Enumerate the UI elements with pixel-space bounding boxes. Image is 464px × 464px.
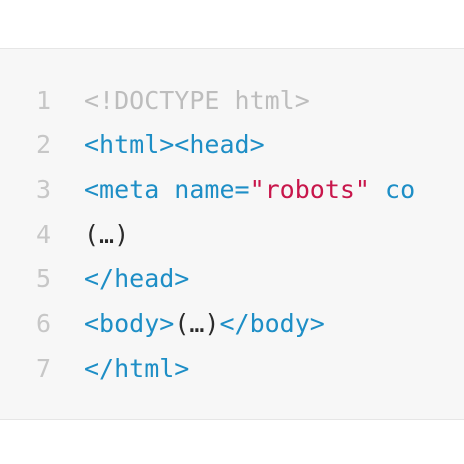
tag-token: <meta name= xyxy=(84,175,250,204)
line-content: <!DOCTYPE html> xyxy=(84,81,310,121)
code-line: 5 </head> xyxy=(0,259,464,299)
line-number: 1 xyxy=(36,86,52,115)
tag-token: <html><head> xyxy=(84,130,265,159)
code-line: 2 <html><head> xyxy=(0,125,464,165)
code-line: 3 <meta name="robots" co xyxy=(0,170,464,210)
line-number: 4 xyxy=(36,220,52,249)
line-number: 2 xyxy=(36,130,52,159)
string-token: "robots" xyxy=(249,175,370,204)
code-line: 4 (…) xyxy=(0,215,464,255)
line-number: 6 xyxy=(36,309,52,338)
tag-token: </head> xyxy=(84,264,190,293)
code-line: 1 <!DOCTYPE html> xyxy=(0,81,464,121)
line-content: </head> xyxy=(84,259,189,299)
tag-token: co xyxy=(370,175,416,204)
line-content: (…) xyxy=(84,215,129,255)
line-content: </html> xyxy=(84,349,189,389)
text-token: (…) xyxy=(174,309,220,338)
code-line: 7 </html> xyxy=(0,349,464,389)
tag-token: </html> xyxy=(84,354,190,383)
line-content: <html><head> xyxy=(84,125,265,165)
text-token: (…) xyxy=(84,220,130,249)
tag-token: </body> xyxy=(219,309,325,338)
doctype-token: <!DOCTYPE html> xyxy=(84,86,310,115)
tag-token: <body> xyxy=(84,309,175,338)
code-line: 6 <body>(…)</body> xyxy=(0,304,464,344)
line-number: 7 xyxy=(36,354,52,383)
line-content: <body>(…)</body> xyxy=(84,304,325,344)
line-number: 3 xyxy=(36,175,52,204)
line-number: 5 xyxy=(36,264,52,293)
line-content: <meta name="robots" co xyxy=(84,170,415,210)
code-block: 1 <!DOCTYPE html> 2 <html><head> 3 <meta… xyxy=(0,48,464,420)
